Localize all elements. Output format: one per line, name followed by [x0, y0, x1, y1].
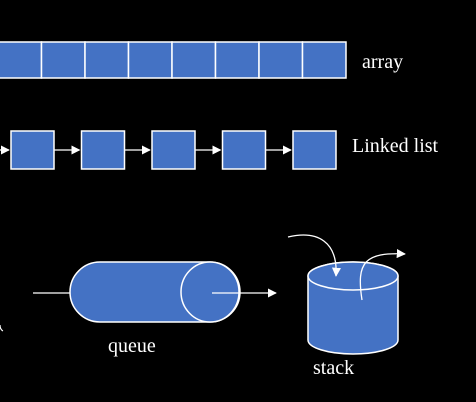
linked-list-label: Linked list	[352, 135, 439, 157]
array-cell	[301, 41, 347, 79]
array-label: array	[362, 51, 403, 73]
array-cell	[0, 41, 43, 79]
stack-label: stack	[313, 357, 354, 379]
stack-push-arrow	[287, 234, 342, 277]
edge-fragment	[0, 324, 4, 332]
linked-list-node	[80, 130, 126, 170]
array-structure	[0, 41, 347, 79]
linked-list-node	[221, 130, 267, 170]
stack-cylinder-top	[307, 261, 399, 291]
stack-pop-arrow	[359, 249, 406, 301]
linked-list-node	[292, 130, 337, 170]
queue-label: queue	[108, 335, 156, 357]
linked-list-structure	[0, 130, 337, 170]
queue-structure	[33, 261, 277, 323]
linked-list-node	[151, 130, 196, 170]
linked-list-node	[10, 130, 55, 170]
array-cell	[40, 41, 86, 79]
array-cell	[171, 41, 217, 79]
array-cell	[258, 41, 304, 79]
array-cell	[127, 41, 173, 79]
array-cell	[214, 41, 260, 79]
array-cell	[84, 41, 130, 79]
stack-structure	[287, 234, 406, 355]
queue-cylinder-end	[180, 261, 240, 323]
